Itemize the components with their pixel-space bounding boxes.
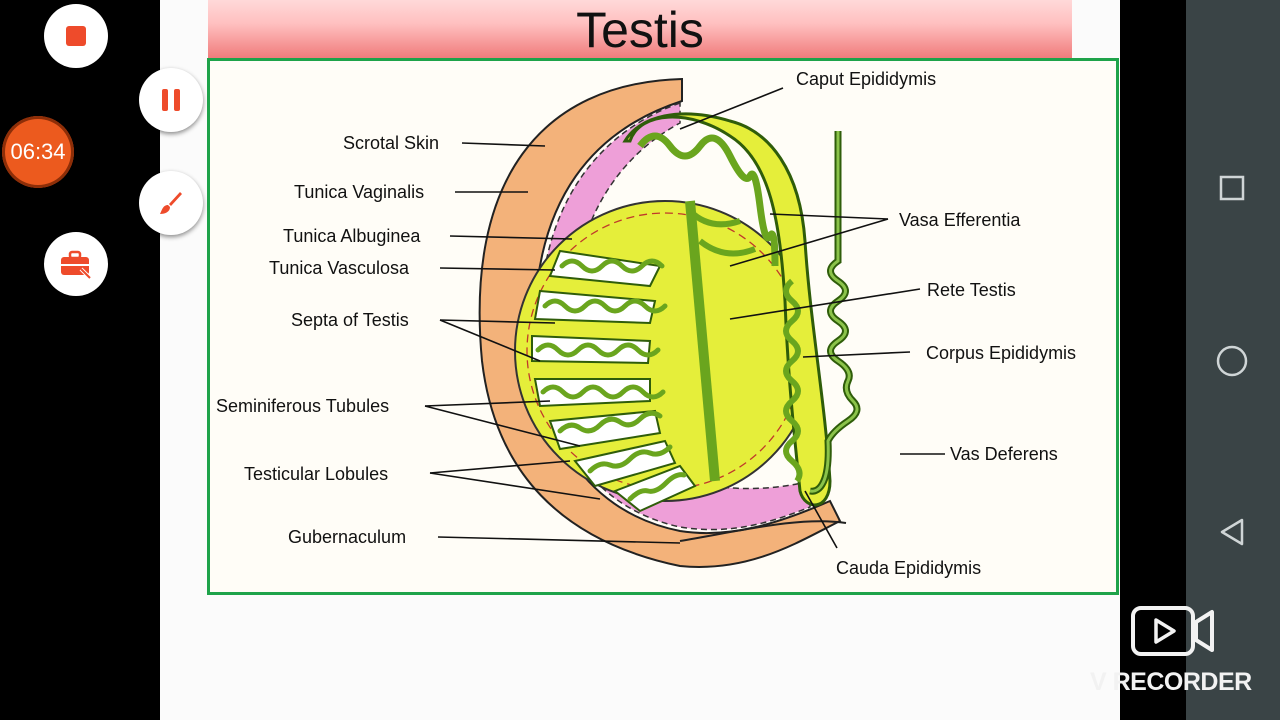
recorder-sidebar	[0, 0, 160, 720]
toolbox-icon	[61, 250, 92, 279]
label-septa-of-testis: Septa of Testis	[291, 310, 409, 330]
label-vas-deferens: Vas Deferens	[950, 444, 1058, 464]
back-icon[interactable]	[1218, 517, 1246, 547]
label-seminiferous-tubules: Seminiferous Tubules	[216, 396, 389, 416]
gubernaculum-shape	[679, 520, 847, 542]
label-testicular-lobules: Testicular Lobules	[244, 464, 388, 484]
right-letterbox	[1120, 0, 1186, 720]
recording-timer[interactable]: 06:34	[2, 116, 74, 188]
recents-icon[interactable]	[1219, 175, 1245, 201]
label-tunica-vaginalis: Tunica Vaginalis	[294, 182, 424, 202]
slide-title: Testis	[576, 2, 704, 58]
label-gubernaculum: Gubernaculum	[288, 527, 406, 547]
pause-button[interactable]	[139, 68, 203, 132]
label-cauda-epididymis: Cauda Epididymis	[836, 558, 981, 578]
corpus-coils	[783, 278, 803, 483]
brush-button[interactable]	[139, 171, 203, 235]
label-tunica-vasculosa: Tunica Vasculosa	[269, 258, 410, 278]
video-camera-icon	[1131, 606, 1214, 656]
label-corpus-epididymis: Corpus Epididymis	[926, 343, 1076, 363]
epididymis-shape	[622, 112, 832, 507]
watermark-text: V RECORDER	[1090, 668, 1252, 696]
label-caput-epididymis: Caput Epididymis	[796, 69, 936, 89]
label-tunica-albuginea: Tunica Albuginea	[283, 226, 421, 246]
diagram-frame: Scrotal Skin Tunica Vaginalis Tunica Alb…	[207, 58, 1119, 595]
pause-icon	[162, 89, 180, 111]
label-vasa-efferentia: Vasa Efferentia	[899, 210, 1021, 230]
home-icon[interactable]	[1215, 344, 1249, 378]
rete-testis	[685, 200, 720, 482]
title-band: Testis	[208, 0, 1072, 58]
vasa-efferentia	[687, 208, 757, 257]
seminiferous-tubules	[535, 258, 687, 502]
testis-diagram: Scrotal Skin Tunica Vaginalis Tunica Alb…	[216, 69, 1076, 578]
toolbox-button[interactable]	[44, 232, 108, 296]
stop-button[interactable]	[44, 4, 108, 68]
label-scrotal-skin: Scrotal Skin	[343, 133, 439, 153]
brush-icon	[160, 192, 182, 214]
system-nav-bar	[1186, 0, 1280, 720]
leader-lines	[424, 87, 945, 549]
caput-coils	[637, 132, 779, 267]
label-rete-testis: Rete Testis	[927, 280, 1016, 300]
stop-icon	[66, 26, 86, 46]
